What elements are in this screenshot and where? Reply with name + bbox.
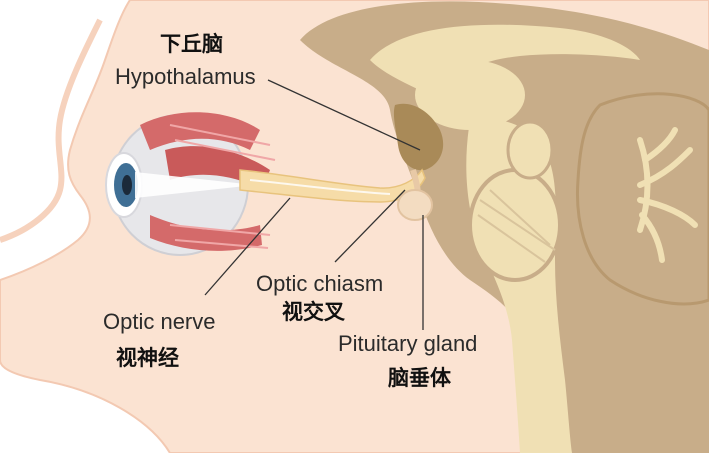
- leader-hypothalamus: [267, 79, 421, 151]
- face-shading: [0, 18, 103, 243]
- pons: [468, 168, 562, 282]
- leader-optic-nerve: [204, 197, 291, 296]
- thalamus: [415, 60, 525, 130]
- hypothalamus-label-en: Hypothalamus: [115, 64, 256, 89]
- eye-highlight: [135, 172, 255, 198]
- optic-nerve-label-en: Optic nerve: [103, 309, 216, 334]
- pituitary-label-en: Pituitary gland: [338, 331, 478, 356]
- optic-nerve-label-zh: 视神经: [116, 346, 179, 370]
- leader-optic-chiasm: [334, 189, 406, 263]
- optic-nerve-highlight: [249, 179, 391, 195]
- pupil: [122, 175, 132, 195]
- pituitary: [397, 189, 433, 221]
- hypothalamus-region: [393, 103, 444, 171]
- optic-chiasm-label-zh: 视交叉: [282, 300, 345, 324]
- eye-muscle-low: [150, 215, 262, 251]
- optic-chiasm-label-en: Optic chiasm: [256, 271, 384, 296]
- eye-muscle-strands: [169, 124, 276, 249]
- hypothalamus-label-zh: 下丘脑: [160, 32, 223, 56]
- pons-fibers: [477, 189, 556, 263]
- midbrain: [506, 120, 554, 180]
- pituitary-label-zh: 脑垂体: [388, 366, 451, 390]
- arbor-vitae: [637, 127, 698, 263]
- eyeball: [105, 112, 276, 256]
